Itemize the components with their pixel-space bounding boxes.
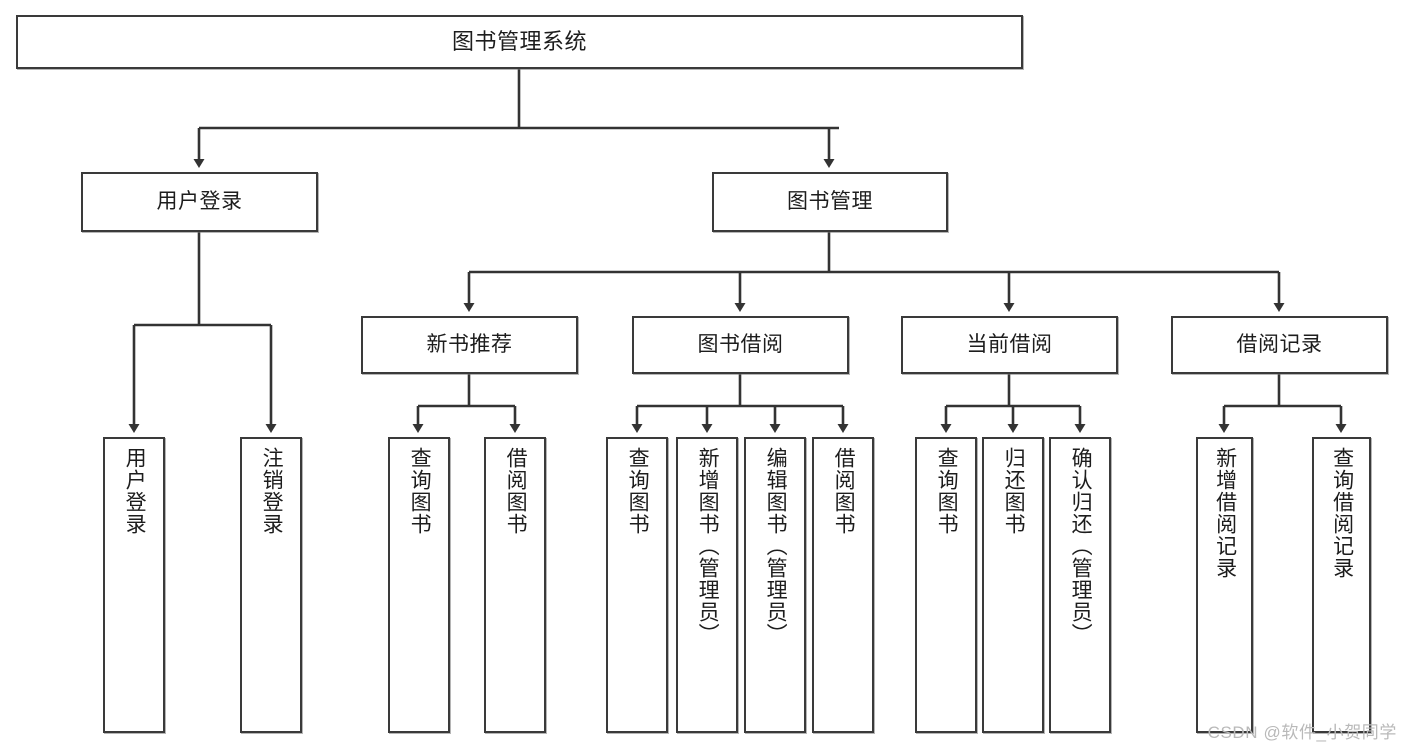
node-new-book-rec-label: 新书推荐 <box>426 333 513 357</box>
node-leaf-query-record[interactable]: 查询借阅记录 <box>1312 437 1371 733</box>
node-book-borrow[interactable]: 图书借阅 <box>632 316 849 374</box>
node-book-borrow-label: 图书借阅 <box>697 333 784 357</box>
node-leaf-add-record[interactable]: 新增借阅记录 <box>1196 437 1253 733</box>
node-leaf-confirm-return-label: 确认归还（管理员） <box>1069 447 1093 645</box>
node-leaf-logout[interactable]: 注销登录 <box>240 437 302 733</box>
node-leaf-query-book-3[interactable]: 查询图书 <box>915 437 977 733</box>
node-leaf-query-book-2-label: 查询图书 <box>626 447 650 535</box>
node-leaf-borrow-book-2[interactable]: 借阅图书 <box>812 437 874 733</box>
node-leaf-borrow-book-2-label: 借阅图书 <box>832 447 856 535</box>
node-root[interactable]: 图书管理系统 <box>16 15 1023 69</box>
node-leaf-confirm-return[interactable]: 确认归还（管理员） <box>1049 437 1111 733</box>
node-leaf-add-record-label: 新增借阅记录 <box>1213 447 1237 579</box>
csdn-watermark: CSDN @软件_小贺同学 <box>1207 723 1397 742</box>
node-leaf-user-login[interactable]: 用户登录 <box>103 437 165 733</box>
node-user-login-label: 用户登录 <box>156 190 243 214</box>
node-leaf-edit-book-label: 编辑图书（管理员） <box>764 447 788 645</box>
node-leaf-query-book-3-label: 查询图书 <box>935 447 959 535</box>
node-leaf-edit-book[interactable]: 编辑图书（管理员） <box>744 437 806 733</box>
node-leaf-user-login-label: 用户登录 <box>123 447 147 535</box>
node-leaf-query-book-1-label: 查询图书 <box>408 447 432 535</box>
node-leaf-return-book[interactable]: 归还图书 <box>982 437 1044 733</box>
node-current-borrow-label: 当前借阅 <box>966 333 1053 357</box>
node-current-borrow[interactable]: 当前借阅 <box>901 316 1118 374</box>
node-book-manage-label: 图书管理 <box>787 190 873 214</box>
node-leaf-add-book[interactable]: 新增图书（管理员） <box>676 437 738 733</box>
node-leaf-logout-label: 注销登录 <box>260 447 284 535</box>
node-leaf-query-book-1[interactable]: 查询图书 <box>388 437 450 733</box>
node-leaf-borrow-book-1-label: 借阅图书 <box>504 447 528 535</box>
node-leaf-add-book-label: 新增图书（管理员） <box>696 447 720 645</box>
node-borrow-record[interactable]: 借阅记录 <box>1171 316 1388 374</box>
node-new-book-rec[interactable]: 新书推荐 <box>361 316 578 374</box>
node-leaf-borrow-book-1[interactable]: 借阅图书 <box>484 437 546 733</box>
node-leaf-return-book-label: 归还图书 <box>1002 447 1026 535</box>
node-user-login[interactable]: 用户登录 <box>81 172 318 232</box>
node-borrow-record-label: 借阅记录 <box>1236 333 1323 357</box>
node-leaf-query-book-2[interactable]: 查询图书 <box>606 437 668 733</box>
node-book-manage[interactable]: 图书管理 <box>712 172 948 232</box>
node-leaf-query-record-label: 查询借阅记录 <box>1330 447 1354 579</box>
node-root-label: 图书管理系统 <box>451 28 587 54</box>
